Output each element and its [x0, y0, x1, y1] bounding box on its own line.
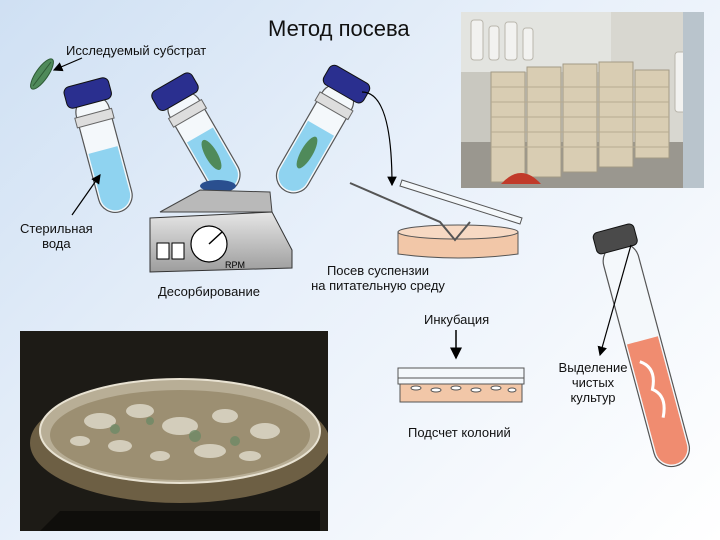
arrow-substrate — [54, 58, 82, 70]
shaker-device: RPM — [150, 180, 292, 272]
test-tube-suspension — [265, 63, 372, 202]
test-tube-pure-culture — [592, 223, 696, 471]
petri-dish-incubated — [398, 368, 524, 402]
rpm-label: RPM — [225, 260, 245, 270]
arrow-sterile-water — [72, 175, 100, 215]
test-tube-water — [63, 76, 142, 217]
arrow-to-plating — [362, 92, 392, 185]
petri-dish-plating — [350, 180, 522, 258]
leaf-icon — [27, 56, 57, 92]
test-tube-on-shaker — [150, 71, 252, 201]
